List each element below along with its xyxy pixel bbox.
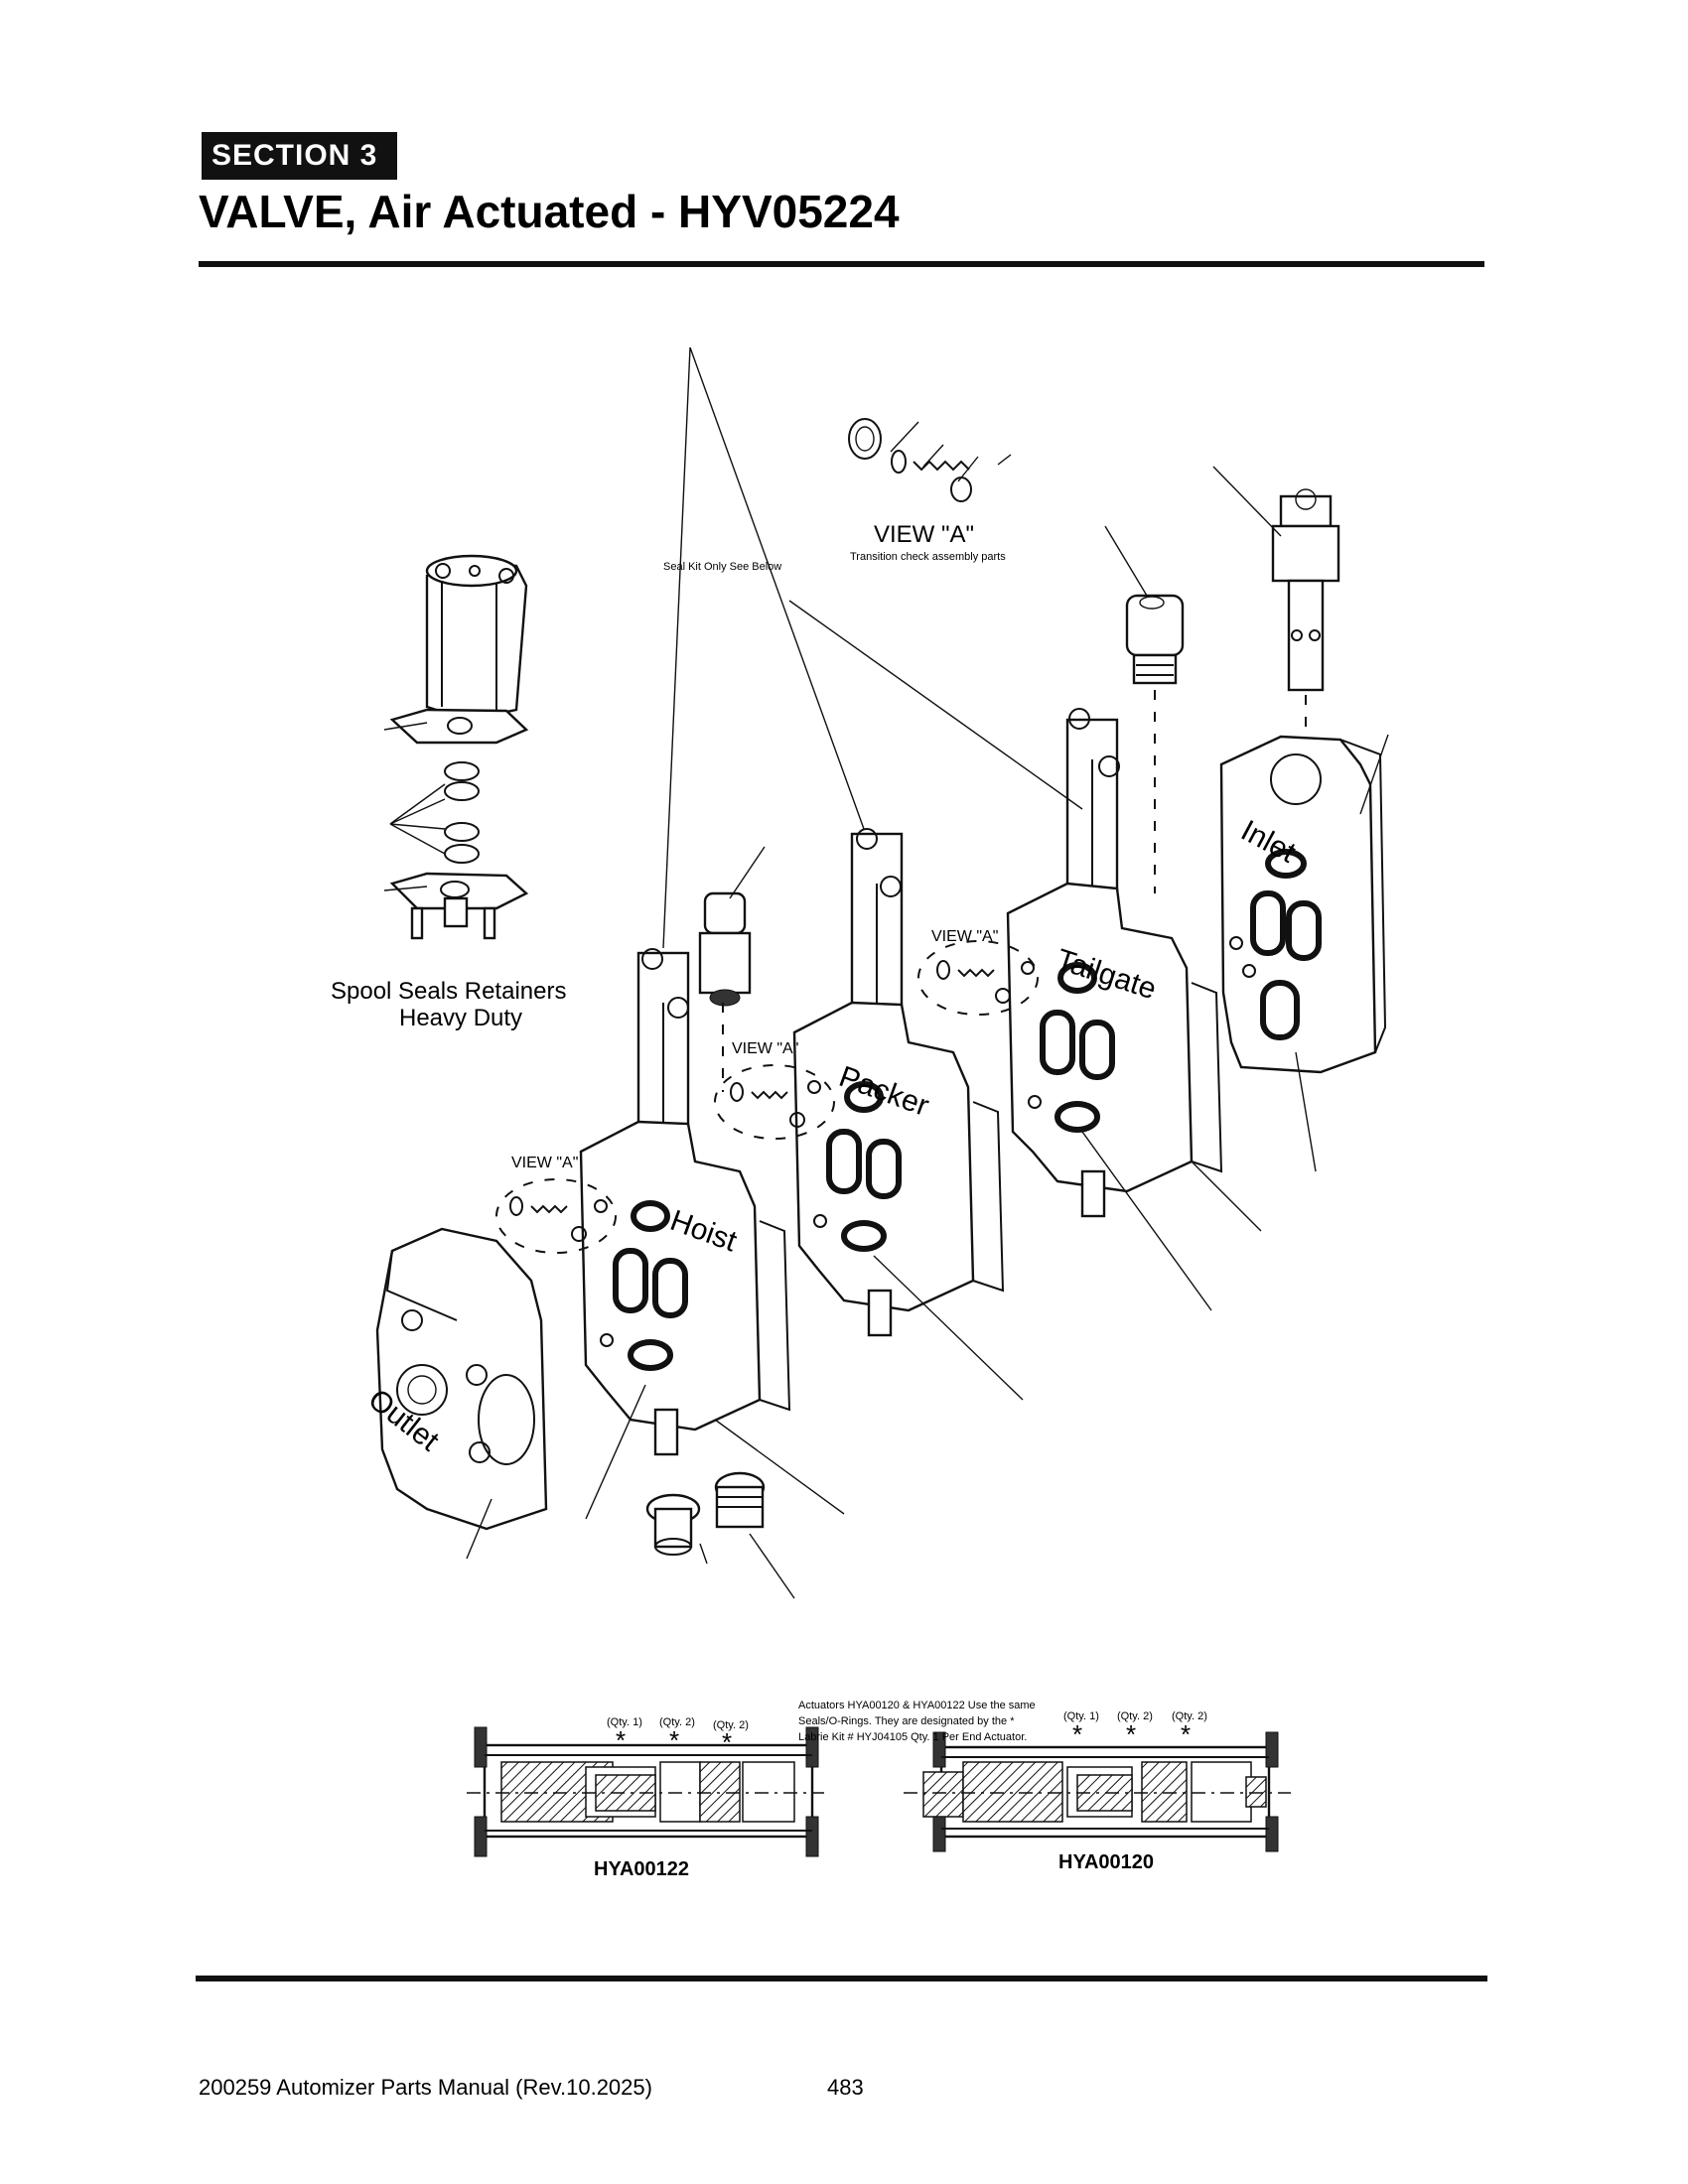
left-actuator-name: HYA00122 bbox=[594, 1858, 690, 1880]
actuator-note-line3: Labrie Kit # HYJ04105 Qty. 1 Per End Act… bbox=[798, 1731, 1028, 1743]
right-qty-1: (Qty. 1) bbox=[1063, 1710, 1099, 1722]
bottom-plugs bbox=[645, 1471, 795, 1599]
header-rule bbox=[199, 261, 1484, 267]
right-actuator-name: HYA00120 bbox=[1058, 1851, 1155, 1873]
left-qty-1: (Qty. 1) bbox=[607, 1716, 642, 1728]
right-qty-3: (Qty. 2) bbox=[1172, 1710, 1207, 1722]
spool-seals-label: Spool Seals Retainers bbox=[331, 978, 567, 1005]
view-a-callouts bbox=[495, 940, 1039, 1254]
relief-valve-middle bbox=[698, 846, 766, 1092]
actuator-hya00122-drawing bbox=[467, 1726, 824, 1857]
hoist-section bbox=[579, 346, 845, 1520]
outlet-section bbox=[375, 1227, 548, 1560]
footer-manual-title: 200259 Automizer Parts Manual (Rev.10.20… bbox=[199, 2075, 652, 2100]
view-a-small-label-1: VIEW "A" bbox=[931, 928, 999, 945]
spool-seals-sublabel: Heavy Duty bbox=[399, 1005, 523, 1031]
left-asterisk-1: * bbox=[616, 1725, 627, 1755]
left-qty-3: (Qty. 2) bbox=[713, 1719, 749, 1731]
right-asterisk-1: * bbox=[1072, 1719, 1083, 1749]
actuator-note-line1: Actuators HYA00120 & HYA00122 Use the sa… bbox=[798, 1700, 1036, 1711]
inlet-section bbox=[1219, 734, 1389, 1172]
view-a-small-label-2: VIEW "A" bbox=[732, 1040, 799, 1057]
tailgate-section bbox=[1006, 708, 1262, 1311]
seal-kit-note: Seal Kit Only See Below bbox=[663, 561, 782, 573]
footer-rule bbox=[196, 1976, 1487, 1981]
right-asterisk-2: * bbox=[1126, 1719, 1137, 1749]
footer-page-number: 483 bbox=[827, 2075, 864, 2100]
check-cartridge bbox=[1104, 525, 1185, 893]
packer-section bbox=[689, 346, 1083, 1401]
left-qty-2: (Qty. 2) bbox=[659, 1716, 695, 1728]
view-a-small-label-3: VIEW "A" bbox=[511, 1155, 579, 1171]
page-title: VALVE, Air Actuated - HYV05224 bbox=[199, 186, 900, 237]
left-asterisk-3: * bbox=[722, 1727, 733, 1757]
actuator-note-line2: Seals/O-Rings. They are designated by th… bbox=[798, 1715, 1015, 1727]
view-a-check-assembly bbox=[848, 418, 1012, 502]
left-asterisk-2: * bbox=[669, 1725, 680, 1755]
right-qty-2: (Qty. 2) bbox=[1117, 1710, 1153, 1722]
actuator-hya00120-drawing bbox=[904, 1731, 1291, 1852]
right-asterisk-3: * bbox=[1181, 1719, 1192, 1749]
relief-cartridge bbox=[1212, 466, 1340, 774]
view-a-caption: Transition check assembly parts bbox=[850, 551, 1006, 563]
section-badge: SECTION 3 bbox=[202, 132, 397, 180]
spool-seal-retainer-parts bbox=[383, 554, 529, 940]
view-a-main-label: VIEW "A" bbox=[874, 521, 975, 548]
